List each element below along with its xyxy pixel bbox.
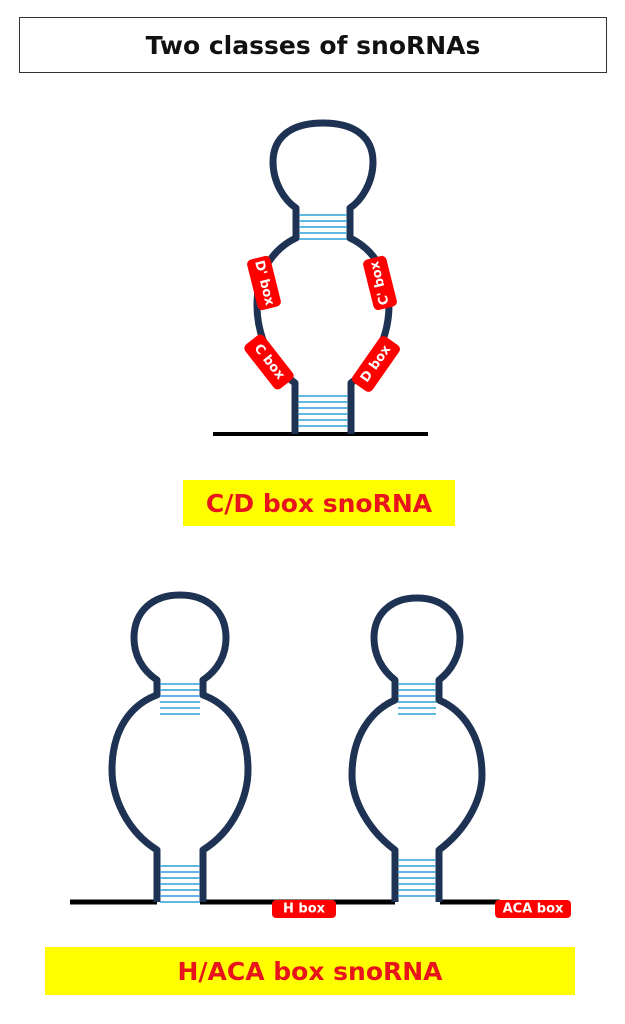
cd-snorna-label: C/D box snoRNA: [183, 480, 455, 526]
haca-right-upper-pairs: [398, 683, 436, 715]
page-title: Two classes of snoRNAs: [19, 17, 607, 73]
cd-c-prime-box: C' box: [363, 255, 397, 311]
svg-text:H box: H box: [283, 902, 326, 917]
cd-lower-stem-pairs: [298, 395, 348, 427]
svg-text:ACA box: ACA box: [503, 902, 564, 917]
haca-aca-box: ACA box: [495, 900, 571, 918]
haca-left-upper-pairs: [160, 683, 200, 715]
haca-right-hairpin-strand: [348, 594, 486, 902]
cd-d-box: D box: [352, 336, 400, 392]
cd-upper-stem-pairs: [299, 214, 347, 240]
haca-left-lower-pairs: [160, 865, 200, 903]
cd-c-box: C box: [244, 334, 294, 390]
haca-snorna-label: H/ACA box snoRNA: [45, 947, 575, 995]
haca-right-lower-pairs: [398, 859, 436, 897]
haca-left-hairpin-strand: [108, 591, 252, 902]
haca-snorna-structure: H box ACA box: [70, 591, 571, 918]
haca-h-box: H box: [272, 900, 336, 918]
cd-snorna-structure: D' box C' box C box D box: [213, 119, 428, 436]
cd-d-prime-box: D' box: [247, 255, 281, 311]
